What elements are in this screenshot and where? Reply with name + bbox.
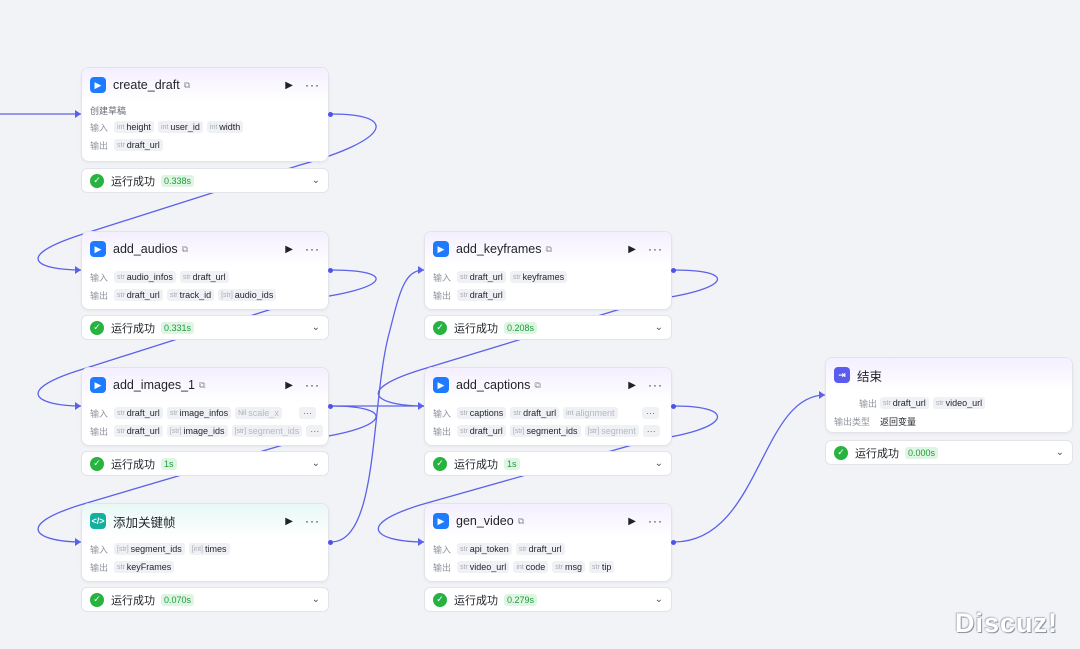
more-icon[interactable]: ··· <box>648 378 663 392</box>
status-bar-add-keyframe-code[interactable]: ✓ 运行成功 0.070s ⌄ <box>81 587 329 612</box>
copy-icon: ⧉ <box>181 243 189 254</box>
run-icon[interactable]: ▶ <box>628 379 636 391</box>
success-check-icon: ✓ <box>90 456 104 471</box>
more-params-icon[interactable]: ··· <box>306 425 324 437</box>
success-check-icon: ✓ <box>90 592 104 607</box>
copy-icon: ⧉ <box>545 243 552 254</box>
plugin-icon: ▶ <box>433 513 449 529</box>
end-icon: ⇥ <box>834 367 850 383</box>
run-icon[interactable]: ▶ <box>285 379 293 391</box>
status-bar-add-images-1[interactable]: ✓ 运行成功 1s ⌄ <box>81 451 329 476</box>
chevron-down-icon[interactable]: ⌄ <box>311 175 320 186</box>
status-bar-gen-video[interactable]: ✓ 运行成功 0.279s ⌄ <box>424 587 672 612</box>
edge-keyframe-to-addkeyframes <box>330 269 425 543</box>
more-icon[interactable]: ··· <box>305 78 320 92</box>
plugin-icon: ▶ <box>433 241 449 257</box>
success-check-icon: ✓ <box>433 456 447 471</box>
output-port[interactable] <box>671 404 676 409</box>
run-icon[interactable]: ▶ <box>285 243 293 255</box>
node-title: create_draft <box>113 78 180 92</box>
success-check-icon: ✓ <box>834 445 848 460</box>
more-icon[interactable]: ··· <box>648 514 663 528</box>
copy-icon: ⧉ <box>199 379 206 390</box>
node-description: 创建草稿 <box>90 106 127 116</box>
status-bar-add-keyframes[interactable]: ✓ 运行成功 0.208s ⌄ <box>424 315 672 340</box>
more-params-icon[interactable]: ··· <box>642 407 659 419</box>
copy-icon: ⧉ <box>534 379 541 390</box>
plugin-icon: ▶ <box>90 241 106 257</box>
status-bar-create-draft[interactable]: ✓ 运行成功 0.338s ⌄ <box>81 168 329 193</box>
output-port[interactable] <box>328 268 333 273</box>
chevron-down-icon[interactable]: ⌄ <box>311 594 320 605</box>
chevron-down-icon[interactable]: ⌄ <box>654 322 663 333</box>
copy-icon: ⧉ <box>517 515 525 526</box>
output-port[interactable] <box>328 404 333 409</box>
run-icon[interactable]: ▶ <box>285 79 293 91</box>
node-add-keyframe-code[interactable]: </> 添加关键帧 ▶ ··· 输入 [str]segment_ids [int… <box>81 503 329 582</box>
output-type-row: 输出类型 返回变量 <box>834 416 917 427</box>
plugin-icon: ▶ <box>90 377 106 393</box>
copy-icon: ⧉ <box>183 79 191 90</box>
run-icon[interactable]: ▶ <box>628 243 636 255</box>
chevron-down-icon[interactable]: ⌄ <box>311 458 320 469</box>
plugin-icon: ▶ <box>90 77 106 93</box>
plugin-icon: ▶ <box>433 377 449 393</box>
run-icon[interactable]: ▶ <box>628 515 636 527</box>
run-icon[interactable]: ▶ <box>285 515 293 527</box>
more-icon[interactable]: ··· <box>305 378 320 392</box>
edge-genvideo-to-end <box>673 394 826 543</box>
output-port[interactable] <box>671 268 676 273</box>
inputs-row: 输入 [str]segment_ids [int]times <box>82 540 328 558</box>
chevron-down-icon[interactable]: ⌄ <box>1055 447 1064 458</box>
output-port[interactable] <box>328 112 333 117</box>
more-params-icon[interactable]: ··· <box>642 425 660 437</box>
watermark-logo: Discuz! <box>955 608 1059 638</box>
more-icon[interactable]: ··· <box>305 514 320 528</box>
output-port[interactable] <box>328 540 333 545</box>
output-port[interactable] <box>671 540 676 545</box>
status-bar-end[interactable]: ✓ 运行成功 0.000s ⌄ <box>825 440 1073 465</box>
code-icon: </> <box>90 513 106 529</box>
success-check-icon: ✓ <box>90 320 104 335</box>
more-params-icon[interactable]: ··· <box>299 407 316 419</box>
duration-badge: 0.338s <box>161 174 195 187</box>
chevron-down-icon[interactable]: ⌄ <box>654 594 663 605</box>
success-check-icon: ✓ <box>433 592 447 607</box>
status-bar-add-captions[interactable]: ✓ 运行成功 1s ⌄ <box>424 451 672 476</box>
more-icon[interactable]: ··· <box>648 242 663 256</box>
chevron-down-icon[interactable]: ⌄ <box>311 322 320 333</box>
success-check-icon: ✓ <box>90 173 104 188</box>
status-bar-add-audios[interactable]: ✓ 运行成功 0.331s ⌄ <box>81 315 329 340</box>
chevron-down-icon[interactable]: ⌄ <box>654 458 663 469</box>
more-icon[interactable]: ··· <box>305 242 320 256</box>
success-check-icon: ✓ <box>433 320 447 335</box>
output-type-value: 返回变量 <box>880 416 917 427</box>
